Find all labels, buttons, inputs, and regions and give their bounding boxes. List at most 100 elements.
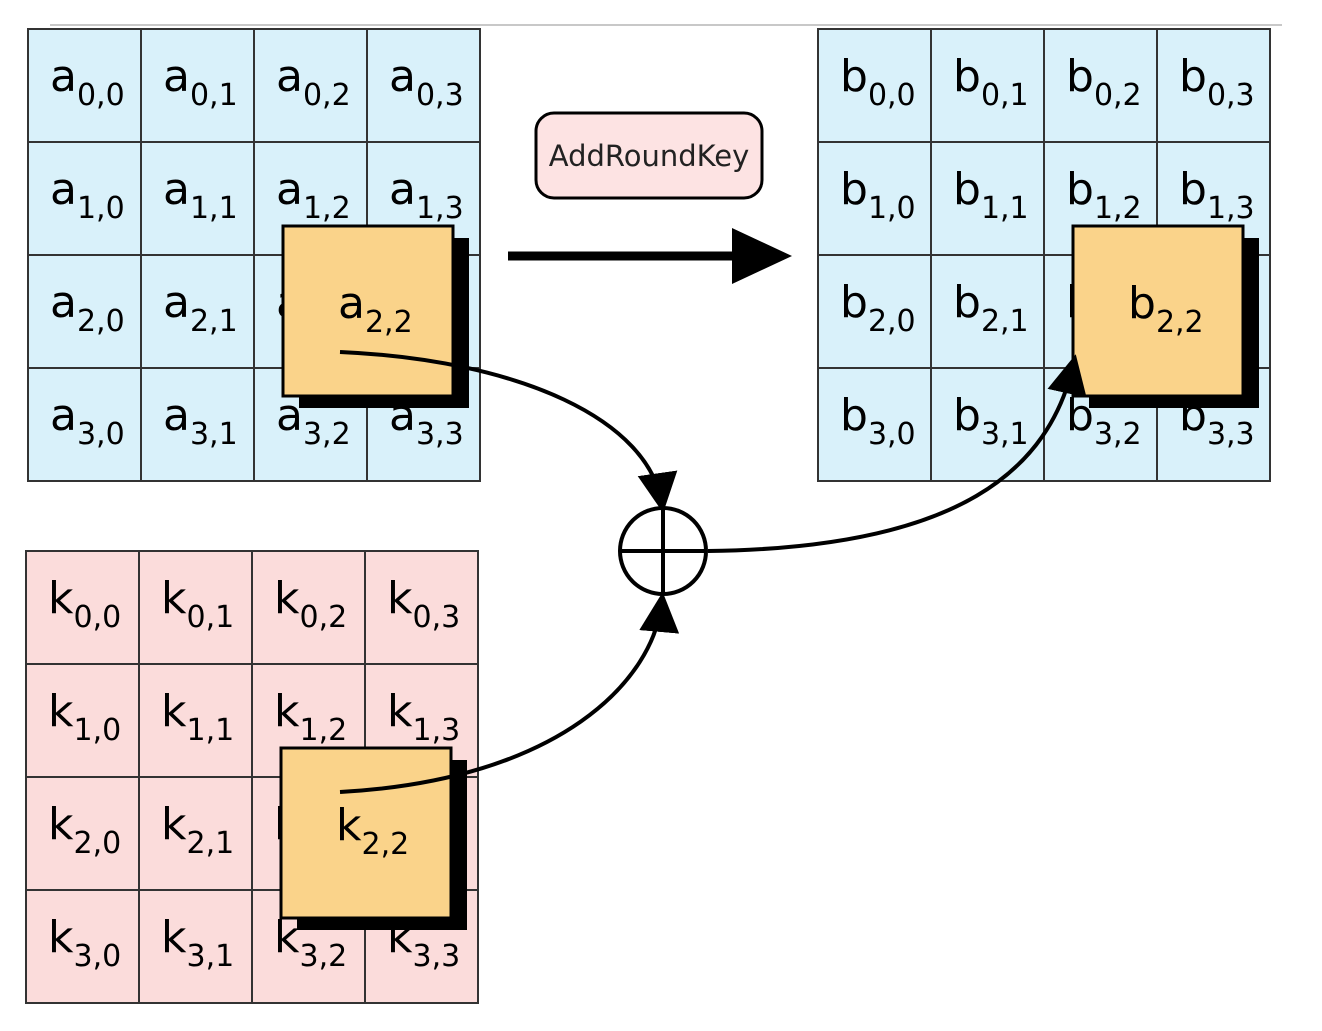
cell-label-a-2-1-letter: a — [163, 277, 190, 328]
cell-label-b-2-0-letter: b — [840, 277, 868, 328]
cell-label-a-1-3: a1,3 — [389, 164, 464, 226]
highlighted-label-a-letter: a — [338, 278, 365, 329]
cell-label-b-0-0-index: 0,0 — [868, 78, 916, 113]
cell-label-a-1-2-letter: a — [276, 164, 303, 215]
cell-label-k-0-0-letter: k — [48, 573, 74, 624]
cell-label-k-1-2: k1,2 — [274, 686, 347, 748]
cell-label-k-3-2: k3,2 — [274, 912, 347, 974]
highlighted-label-k-letter: k — [336, 800, 362, 851]
cell-label-a-1-3-letter: a — [389, 164, 416, 215]
cell-label-a-2-0-index: 2,0 — [77, 304, 125, 339]
cell-label-k-0-2-index: 0,2 — [299, 600, 347, 635]
cell-label-b-0-3: b0,3 — [1179, 51, 1255, 113]
cell-label-b-1-1-letter: b — [953, 164, 981, 215]
cell-label-k-0-3-letter: k — [387, 573, 413, 624]
cell-label-k-3-2-letter: k — [274, 912, 300, 963]
matrix-cell: b1,0 — [817, 141, 932, 256]
connector-k-to-xor — [339, 592, 680, 794]
cell-label-k-0-3: k0,3 — [387, 573, 460, 635]
cell-label-k-1-2-letter: k — [274, 686, 300, 737]
matrix-cell: b2,0 — [817, 254, 932, 369]
cell-label-b-1-0-letter: b — [840, 164, 868, 215]
cell-label-k-2-1-index: 2,1 — [186, 826, 234, 861]
cell-label-k-0-0: k0,0 — [48, 573, 121, 635]
highlighted-label-b: b2,2 — [1128, 278, 1204, 340]
cell-label-a-0-1: a0,1 — [163, 51, 238, 113]
cell-label-a-2-0: a2,0 — [50, 277, 125, 339]
matrix-cell: k0,1 — [138, 550, 253, 665]
highlighted-cell-b: b2,2 — [1071, 224, 1259, 408]
cell-label-b-3-0-letter: b — [840, 390, 868, 441]
cell-label-a-1-0-letter: a — [50, 164, 77, 215]
cell-label-b-0-1-index: 0,1 — [981, 78, 1029, 113]
cell-label-k-1-1-letter: k — [161, 686, 187, 737]
matrix-cell: k0,3 — [364, 550, 479, 665]
cell-label-b-0-0: b0,0 — [840, 51, 916, 113]
cell-label-k-1-3-index: 1,3 — [412, 713, 460, 748]
matrix-cell: b3,0 — [817, 367, 932, 482]
cell-label-a-0-1-index: 0,1 — [190, 78, 238, 113]
cell-label-k-2-0: k2,0 — [48, 799, 121, 861]
cell-label-b-1-0-index: 1,0 — [868, 191, 916, 226]
cell-label-k-3-0-index: 3,0 — [73, 939, 121, 974]
cell-label-b-0-1-letter: b — [953, 51, 981, 102]
cell-label-k-1-0-letter: k — [48, 686, 74, 737]
cell-label-a-1-1: a1,1 — [163, 164, 238, 226]
cell-label-a-3-2-index: 3,2 — [303, 417, 351, 452]
cell-label-k-2-0-index: 2,0 — [73, 826, 121, 861]
cell-label-b-3-2: b3,2 — [1066, 390, 1142, 452]
cell-label-a-0-2: a0,2 — [276, 51, 351, 113]
cell-label-k-1-1: k1,1 — [161, 686, 234, 748]
cell-label-b-2-0-index: 2,0 — [868, 304, 916, 339]
matrix-cell: k1,0 — [25, 663, 140, 778]
cell-label-b-0-2: b0,2 — [1066, 51, 1142, 113]
cell-label-b-3-0-index: 3,0 — [868, 417, 916, 452]
matrix-cell: k1,1 — [138, 663, 253, 778]
cell-label-k-1-1-index: 1,1 — [186, 713, 234, 748]
matrix-cell: b0,0 — [817, 28, 932, 143]
cell-label-k-1-3-letter: k — [387, 686, 413, 737]
cell-label-b-1-3-letter: b — [1179, 164, 1207, 215]
cell-label-a-1-0: a1,0 — [50, 164, 125, 226]
highlighted-label-a-index: 2,2 — [365, 305, 413, 340]
cell-label-b-1-3: b1,3 — [1179, 164, 1255, 226]
transform-arrow — [508, 228, 792, 284]
operation-label: AddRoundKey — [549, 139, 749, 173]
cell-label-b-0-3-index: 0,3 — [1207, 78, 1255, 113]
matrix-cell: k2,0 — [25, 776, 140, 891]
cell-label-k-3-3-index: 3,3 — [412, 939, 460, 974]
cell-label-k-2-1-letter: k — [161, 799, 187, 850]
highlighted-label-a: a2,2 — [338, 278, 413, 340]
cell-label-k-3-0-letter: k — [48, 912, 74, 963]
cell-label-k-3-1-letter: k — [161, 912, 187, 963]
cell-label-a-3-0-index: 3,0 — [77, 417, 125, 452]
cell-label-a-1-2-index: 1,2 — [303, 191, 351, 226]
cell-label-k-0-3-index: 0,3 — [412, 600, 460, 635]
cell-label-k-0-0-index: 0,0 — [73, 600, 121, 635]
cell-label-k-1-0-index: 1,0 — [73, 713, 121, 748]
cell-label-a-2-1: a2,1 — [163, 277, 238, 339]
cell-label-a-0-3: a0,3 — [389, 51, 464, 113]
highlighted-cell-a: a2,2 — [281, 224, 469, 408]
cell-label-b-0-2-index: 0,2 — [1094, 78, 1142, 113]
matrix-cell: b1,1 — [930, 141, 1045, 256]
matrix-cell: a1,0 — [27, 141, 142, 256]
cell-label-k-1-2-index: 1,2 — [299, 713, 347, 748]
cell-label-b-0-1: b0,1 — [953, 51, 1029, 113]
cell-label-a-0-2-index: 0,2 — [303, 78, 351, 113]
cell-label-b-3-1: b3,1 — [953, 390, 1029, 452]
cell-label-b-1-3-index: 1,3 — [1207, 191, 1255, 226]
cell-label-b-1-2-letter: b — [1066, 164, 1094, 215]
cell-label-b-0-0-letter: b — [840, 51, 868, 102]
cell-label-b-3-2-index: 3,2 — [1094, 417, 1142, 452]
cell-label-b-1-2-index: 1,2 — [1094, 191, 1142, 226]
matrix-cell: k3,1 — [138, 889, 253, 1004]
cell-label-b-3-3: b3,3 — [1179, 390, 1255, 452]
cell-label-k-0-2: k0,2 — [274, 573, 347, 635]
cell-label-k-3-1-index: 3,1 — [186, 939, 234, 974]
matrix-cell: a2,1 — [140, 254, 255, 369]
cell-label-b-1-2: b1,2 — [1066, 164, 1142, 226]
cell-label-b-1-0: b1,0 — [840, 164, 916, 226]
